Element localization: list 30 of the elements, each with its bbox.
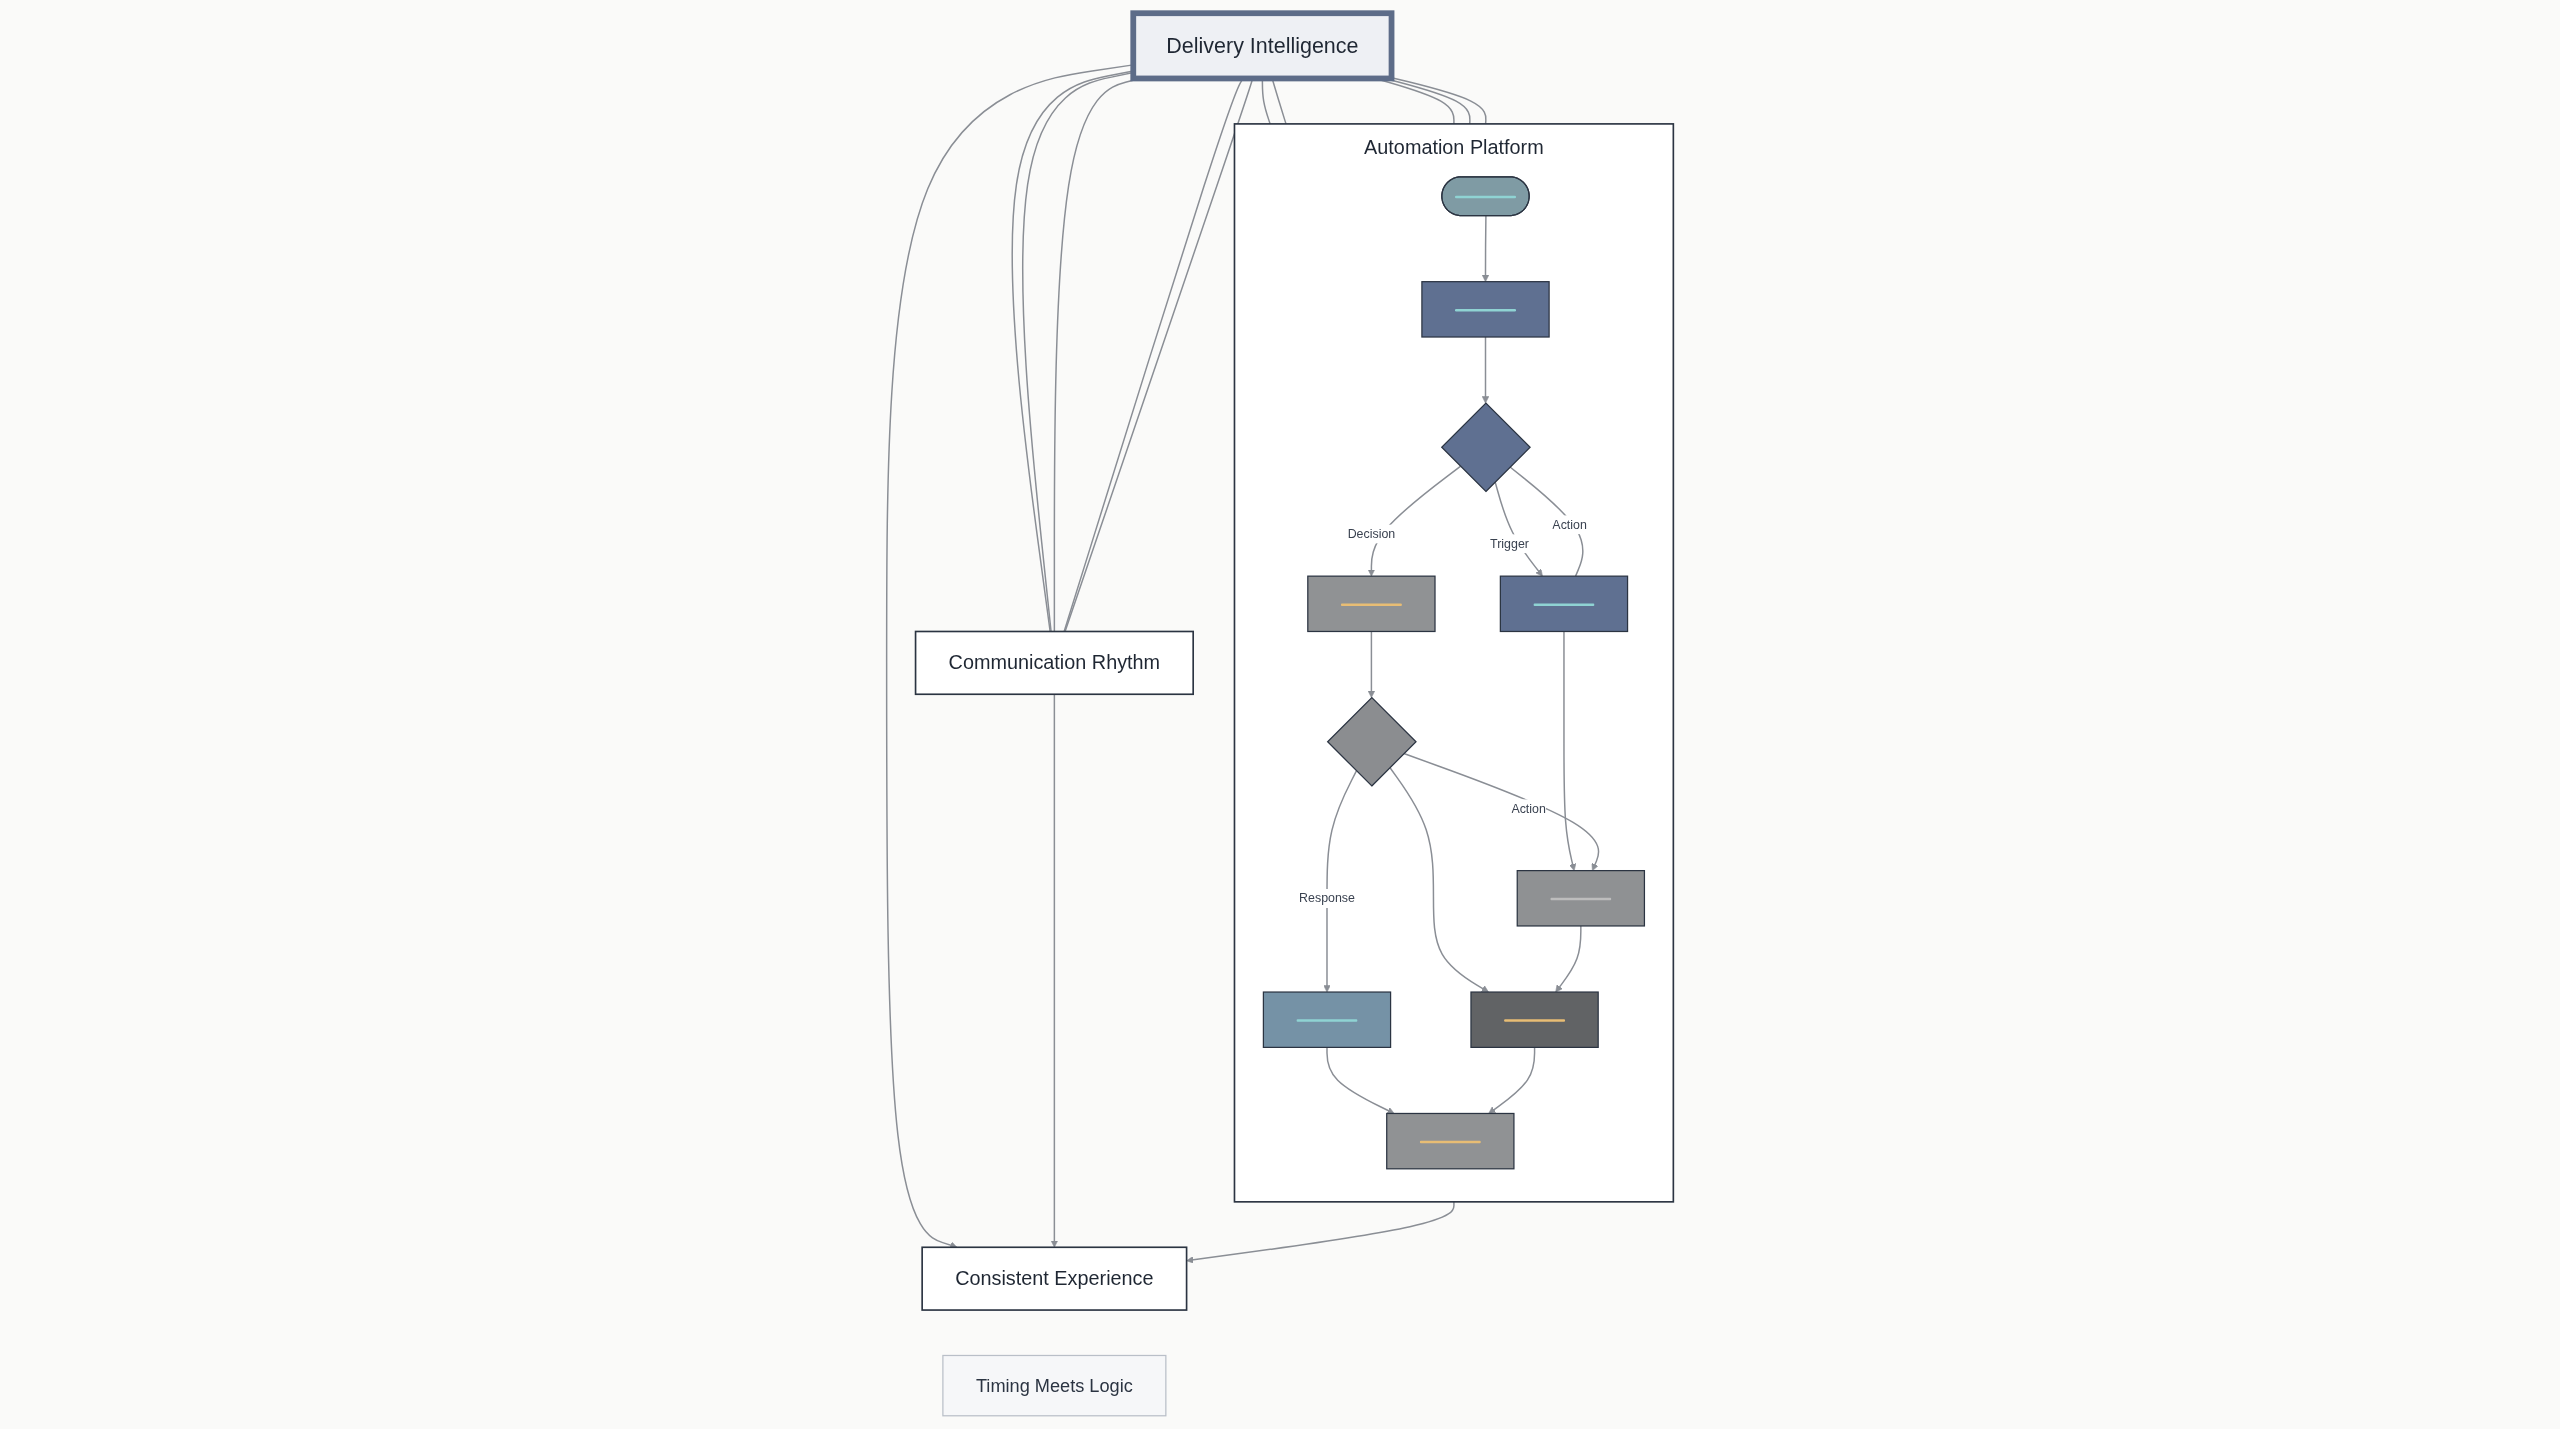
arrow xyxy=(1186,1201,1455,1264)
node-box xyxy=(1516,870,1646,927)
edge-label: Action xyxy=(1511,800,1546,816)
node-box xyxy=(1421,281,1550,338)
arrow xyxy=(1389,766,1489,993)
arrow xyxy=(1050,693,1058,1248)
node-box xyxy=(1307,575,1436,633)
arrow xyxy=(1555,925,1582,993)
node-box xyxy=(1262,991,1392,1048)
node-diamond xyxy=(1440,402,1531,493)
edge-label: Action xyxy=(1552,517,1587,532)
node-box xyxy=(1499,575,1629,633)
node-diamond xyxy=(1326,696,1417,787)
arrow xyxy=(1481,336,1490,404)
node-box xyxy=(1470,991,1599,1048)
arrow xyxy=(1403,752,1600,871)
arrow xyxy=(1488,1046,1536,1114)
edge-label: Decision xyxy=(1347,526,1396,541)
arrow xyxy=(1326,1046,1395,1114)
edge-label: Response xyxy=(1299,890,1355,905)
arrow xyxy=(1481,215,1490,282)
arrow xyxy=(1367,630,1376,698)
node-box xyxy=(1386,1112,1515,1170)
node-box: Delivery Intelligence xyxy=(1130,10,1395,82)
node-box: Timing Meets Logic xyxy=(942,1354,1167,1417)
arrow xyxy=(1563,630,1577,871)
node-box: Communication Rhythm xyxy=(914,630,1194,696)
arrow xyxy=(1323,770,1358,993)
node-box: Consistent Experience xyxy=(921,1246,1188,1311)
edge-label: Trigger xyxy=(1490,535,1529,550)
